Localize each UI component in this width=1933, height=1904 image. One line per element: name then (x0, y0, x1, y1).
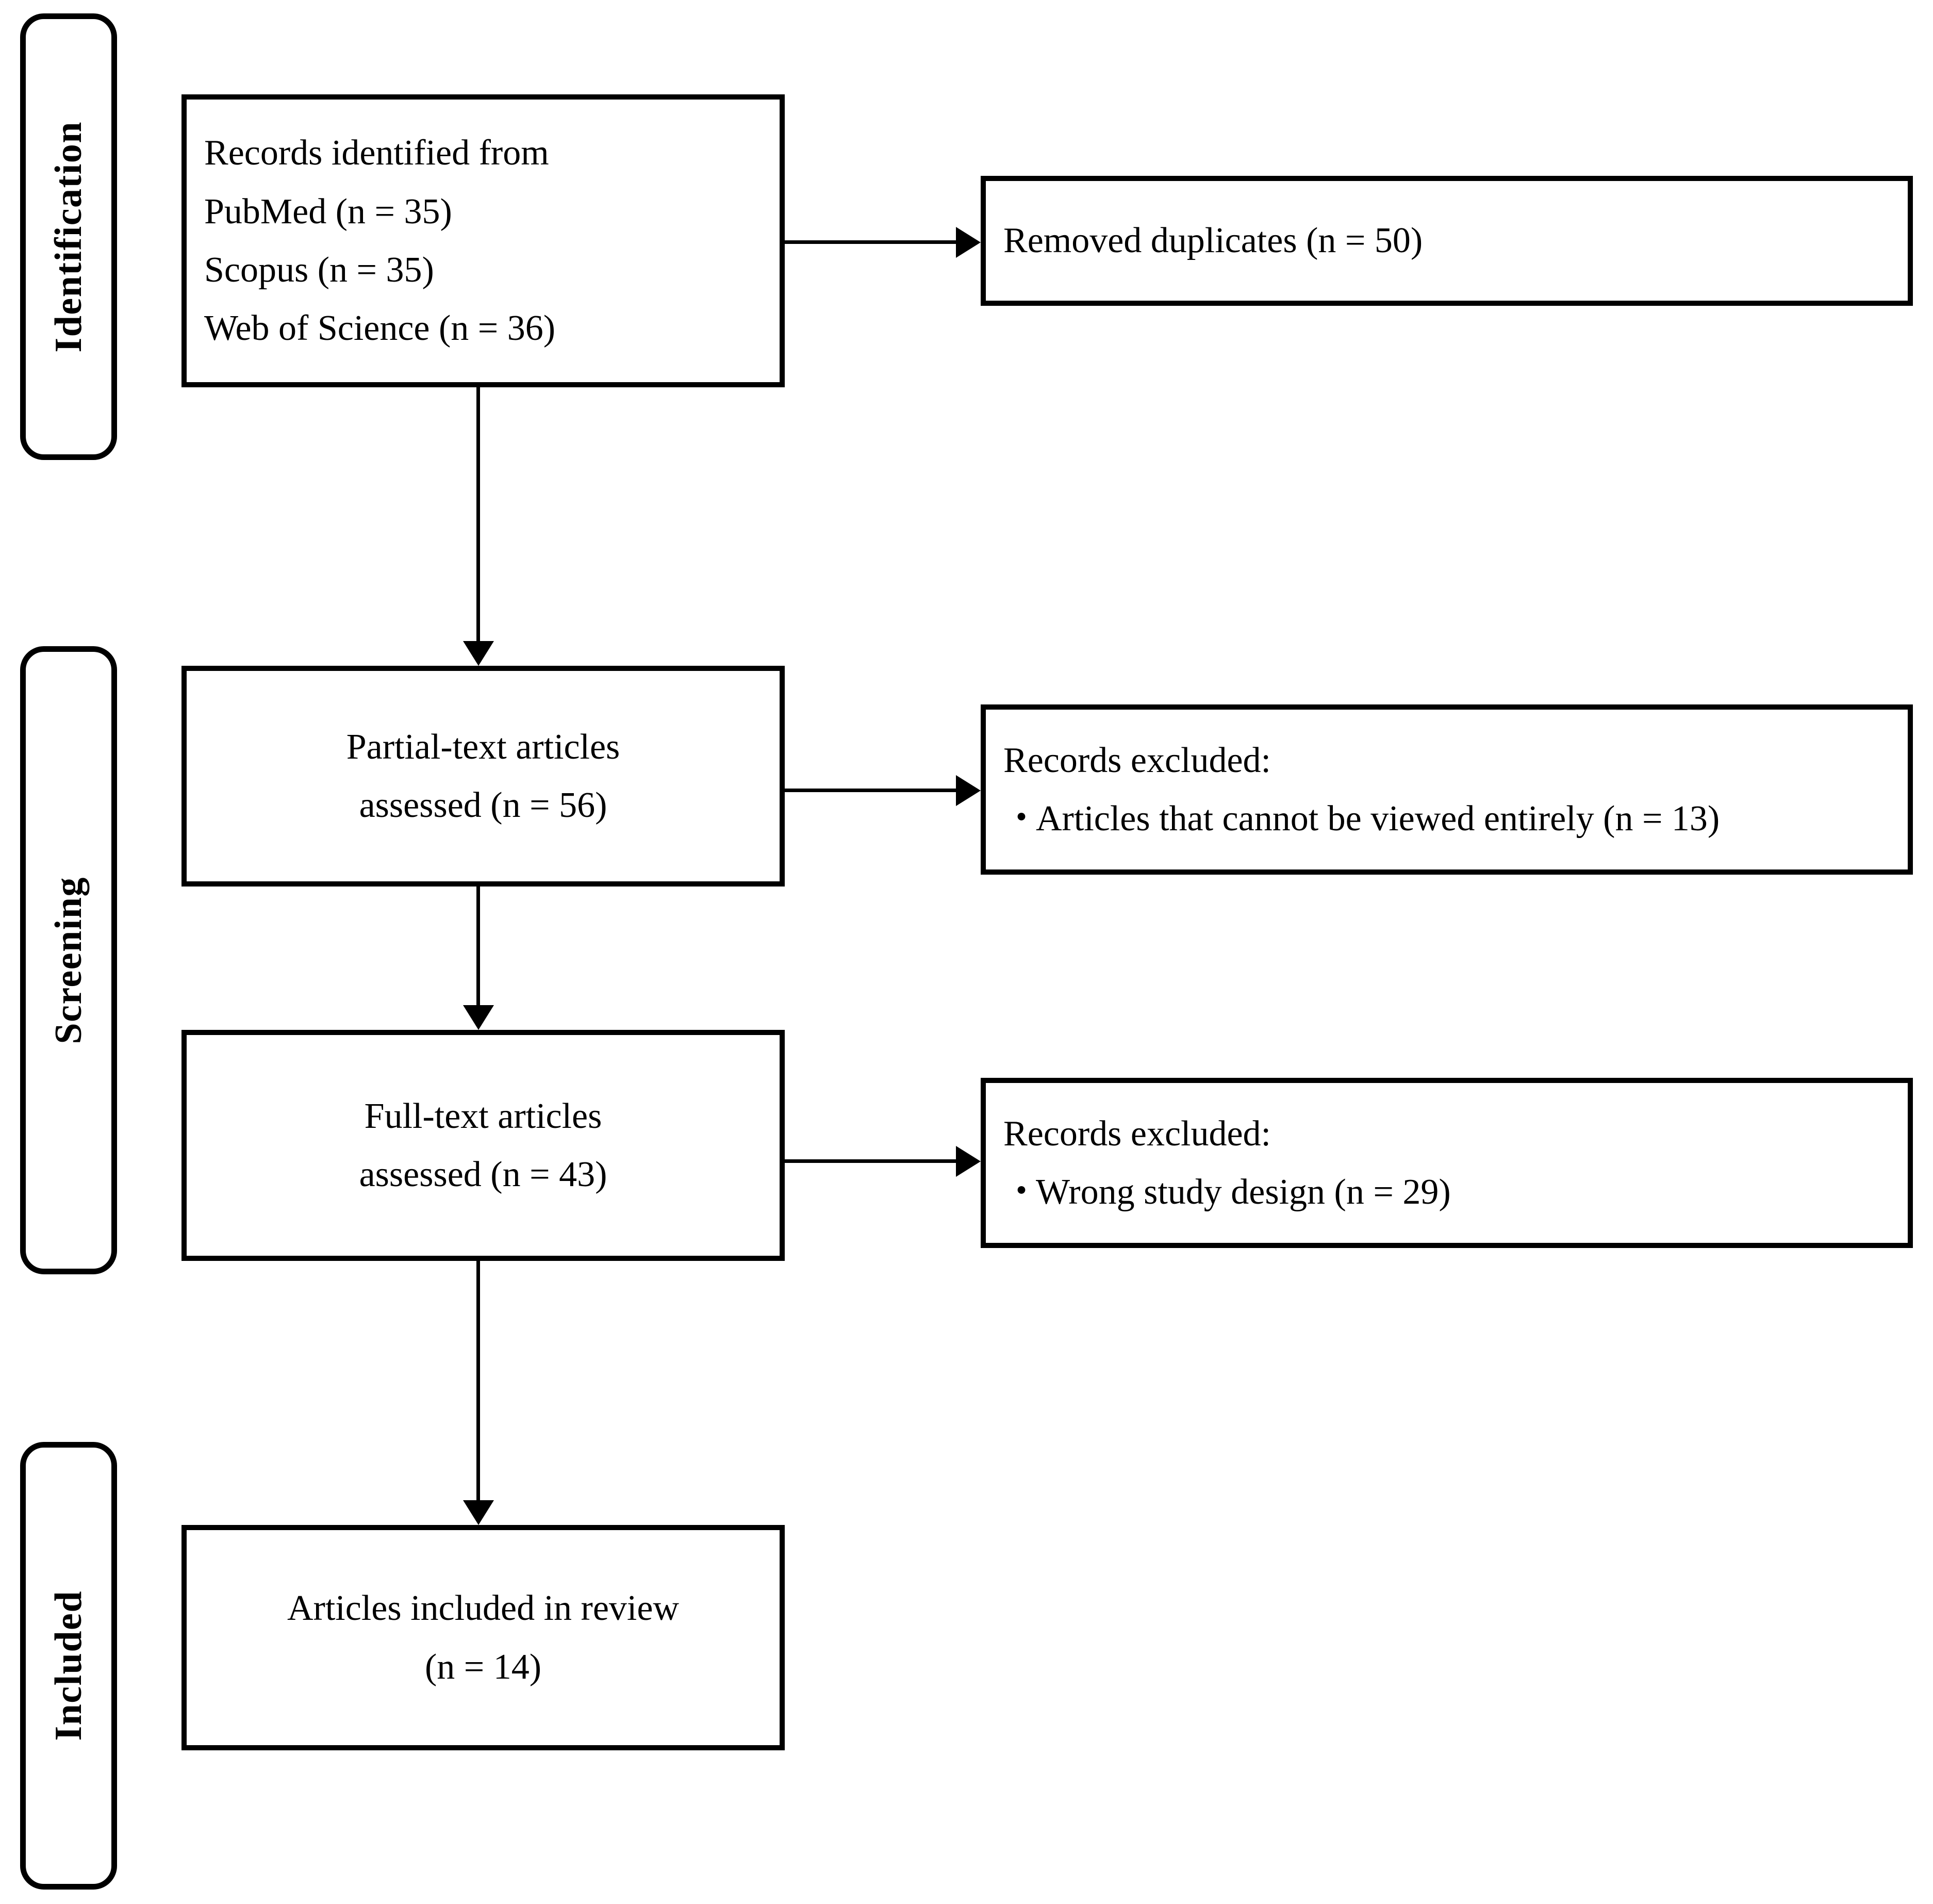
arrow-full-text-to-excluded (956, 1146, 981, 1177)
articles-included-line-2: (n = 14) (424, 1647, 542, 1687)
records-identified-line-3: Scopus (n = 35) (204, 250, 434, 290)
records-excluded-full-heading: Records excluded: (1003, 1113, 1271, 1154)
stage-pill-identification: Identification (20, 13, 117, 460)
arrow-full-text-to-included (463, 1500, 494, 1525)
records-excluded-partial-item-1: ・Articles that cannot be viewed entirely… (986, 790, 1720, 848)
arrow-partial-text-to-excluded (956, 775, 981, 806)
connector-identified-to-duplicates (782, 240, 957, 244)
stage-label-screening: Screening (47, 876, 90, 1044)
connector-partial-text-to-excluded (782, 789, 957, 792)
box-partial-text-assessed: Partial-text articles assessed (n = 56) (181, 666, 785, 887)
partial-text-line-1: Partial-text articles (346, 727, 620, 767)
arrow-identified-to-partial-text (463, 641, 494, 666)
records-excluded-partial-heading: Records excluded: (1003, 740, 1271, 780)
box-records-excluded-full: Records excluded: ・Wrong study design (n… (981, 1078, 1913, 1248)
records-excluded-full-item-1: ・Wrong study design (n = 29) (986, 1163, 1451, 1221)
arrow-identified-to-duplicates (956, 227, 981, 258)
connector-partial-text-to-full-text (476, 887, 480, 1006)
stage-pill-included: Included (20, 1442, 117, 1890)
box-articles-included: Articles included in review (n = 14) (181, 1525, 785, 1750)
connector-full-text-to-excluded (782, 1159, 957, 1163)
records-identified-line-4: Web of Science (n = 36) (204, 308, 556, 349)
box-records-identified: Records identified from PubMed (n = 35) … (181, 94, 785, 387)
stage-pill-screening: Screening (20, 646, 117, 1274)
bullet-icon: ・ (1003, 1172, 1039, 1212)
box-full-text-assessed: Full-text articles assessed (n = 43) (181, 1030, 785, 1261)
articles-included-line-1: Articles included in review (287, 1588, 680, 1629)
full-text-line-1: Full-text articles (364, 1096, 602, 1136)
records-identified-line-1: Records identified from (204, 133, 549, 173)
connector-identified-to-partial-text (476, 387, 480, 642)
box-removed-duplicates: Removed duplicates (n = 50) (981, 176, 1913, 306)
box-records-excluded-partial: Records excluded: ・Articles that cannot … (981, 704, 1913, 875)
removed-duplicates-line-1: Removed duplicates (n = 50) (1003, 221, 1423, 261)
stage-label-included: Included (47, 1590, 90, 1741)
connector-full-text-to-included (476, 1261, 480, 1501)
bullet-icon: ・ (1003, 799, 1039, 839)
records-excluded-full-item-1-text: Wrong study design (n = 29) (1036, 1172, 1451, 1212)
records-identified-line-2: PubMed (n = 35) (204, 191, 452, 232)
arrow-partial-text-to-full-text (463, 1005, 494, 1030)
partial-text-line-2: assessed (n = 56) (359, 785, 607, 825)
full-text-line-2: assessed (n = 43) (359, 1155, 607, 1194)
records-excluded-partial-item-1-text: Articles that cannot be viewed entirely … (1036, 799, 1720, 839)
stage-label-identification: Identification (47, 121, 90, 353)
